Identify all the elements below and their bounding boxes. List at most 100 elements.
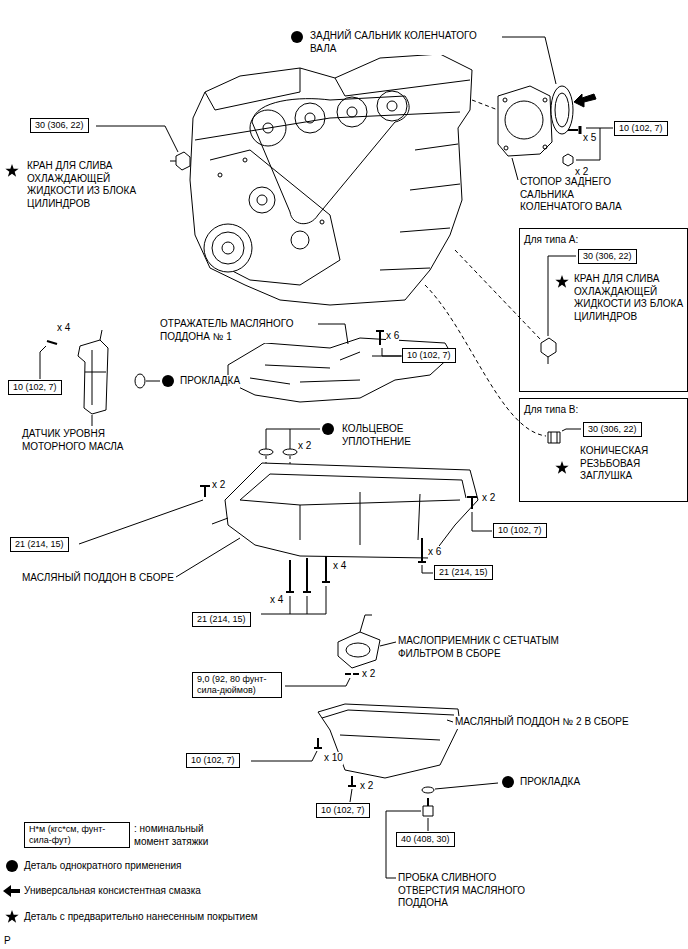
bolt-hole — [243, 158, 247, 162]
leader-line — [96, 126, 178, 152]
oil-seal — [555, 93, 569, 127]
leader-line — [576, 128, 613, 160]
callout-label: x 2 — [482, 492, 495, 505]
single-use-mark — [291, 31, 303, 43]
bolt-hole — [503, 98, 507, 102]
part-label: КОНИЧЕСКАЯ РЕЗЬБОВАЯ ЗАГЛУШКА — [580, 445, 672, 483]
oil-strainer — [338, 632, 380, 668]
callout-label: x 2 — [212, 479, 225, 492]
torque-box: 10 (102, 7) — [186, 753, 240, 768]
callout-label: ДАТЧИК УРОВНЯ МОТОРНОГО МАСЛА — [22, 428, 144, 453]
callout-label: x 4 — [270, 594, 283, 607]
leader-line — [176, 538, 240, 577]
cam-sprocket — [250, 110, 286, 146]
callout-label: x 4 — [333, 560, 346, 573]
callout-label: P — [4, 935, 11, 948]
torque-value: 30 (306, 22) — [588, 424, 637, 435]
bolt — [204, 486, 206, 497]
torque-box: 21 (214, 15) — [10, 537, 69, 552]
seal-retainer — [498, 86, 552, 156]
taper-plug — [548, 432, 560, 443]
single-use-mark — [322, 423, 334, 435]
guide-line — [472, 100, 498, 110]
single-use-mark — [502, 776, 514, 788]
torque-box: 30 (306, 22) — [583, 422, 642, 437]
callout-label: ПРОКЛАДКА — [520, 776, 580, 789]
seal-retainer — [505, 101, 543, 139]
torque-box: Н*м (кгс*см, фунт-сила-фут) — [24, 822, 130, 848]
oil-strainer — [346, 643, 370, 657]
callout-label: x 4 — [57, 322, 70, 335]
crank-pulley — [204, 224, 252, 272]
callout-label: МАСЛЯНЫЙ ПОДДОН № 2 В СБОРЕ — [455, 716, 629, 729]
gasket — [135, 374, 145, 388]
bolt — [286, 562, 426, 592]
bolt — [579, 126, 582, 134]
cylinder-head — [195, 68, 470, 140]
bolt — [47, 341, 57, 344]
guide-line — [455, 250, 541, 340]
part-label: КРАН ДЛЯ СЛИВА ОХЛАЖДАЮЩЕЙ ЖИДКОСТИ ИЗ Б… — [574, 273, 686, 323]
panel-heading: Для типа A: — [524, 234, 578, 247]
torque-value: 30 (306, 22) — [583, 251, 632, 262]
drain-plug — [427, 798, 429, 806]
leader-line — [380, 642, 396, 646]
block-rib — [380, 144, 460, 270]
callout-label: x 6 — [386, 330, 399, 343]
cam-sprocket — [377, 91, 407, 121]
oil-level-sensor — [85, 330, 106, 405]
leader-line — [251, 751, 317, 761]
torque-box: 10 (102, 7) — [8, 380, 62, 395]
variant-panel: Для типа B:КОНИЧЕСКАЯ РЕЗЬБОВАЯ ЗАГЛУШКА… — [519, 398, 688, 502]
callout-label: ПРОБКА СЛИВНОГО ОТВЕРСТИЯ МАСЛЯНОГО ПОДД… — [398, 872, 543, 910]
drain-cock — [548, 357, 549, 364]
precoated-mark — [555, 461, 568, 474]
leader-line — [500, 37, 556, 84]
callout-label: ОТРАЖАТЕЛЬ МАСЛЯНОГО ПОДДОНА № 1 — [160, 318, 318, 343]
torque-value: 30 (306, 22) — [35, 120, 84, 131]
precoated-mark — [5, 164, 18, 177]
callout-label: КОЛЬЦЕВОЕ УПЛОТНЕНИЕ — [342, 423, 430, 448]
symbols — [3, 31, 569, 923]
drain-cock — [541, 338, 556, 357]
callout-label: КРАН ДЛЯ СЛИВА ОХЛАЖДАЮЩЕЙ ЖИДКОСТИ ИЗ Б… — [27, 160, 155, 210]
leader-line — [562, 429, 581, 431]
engine-block — [190, 54, 472, 305]
variant-panel: Для типа A: КРАН ДЛЯ СЛИВА ОХЛАЖДАЮЩЕЙ ЖИ… — [519, 228, 688, 392]
torque-value: 21 (214, 15) — [439, 567, 488, 578]
drain-cock — [176, 152, 190, 170]
leader-line — [40, 346, 46, 379]
torque-value: 10 (102, 7) — [407, 350, 451, 361]
bolt-hole — [504, 146, 508, 150]
leader-line — [435, 783, 498, 789]
grease-arrow — [574, 94, 596, 107]
torque-box: 30 (306, 22) — [578, 249, 637, 264]
torque-box: 21 (214, 15) — [434, 565, 493, 580]
leader-line — [266, 429, 320, 449]
callout-label: МАСЛЯНЫЙ ПОДДОН В СБОРЕ — [22, 572, 174, 585]
bolt — [345, 673, 359, 675]
torque-value: 10 (102, 7) — [619, 123, 663, 134]
bolt — [568, 129, 578, 131]
torque-box: 9,0 (92, 80 фунт-сила-дюймов) — [192, 672, 282, 698]
bolt — [314, 738, 322, 748]
taper-plug — [551, 432, 557, 443]
bolt-hole — [543, 145, 547, 149]
bolt — [348, 776, 356, 786]
leader-line — [146, 381, 160, 382]
bolt-hole — [543, 98, 547, 102]
oil-pan — [212, 474, 466, 545]
leader-line — [422, 565, 433, 573]
legend-text: Универсальная консистентная смазка — [24, 885, 201, 898]
callout-label: ЗАДНИЙ САЛЬНИК КОЛЕНЧАТОГО ВАЛА — [310, 30, 502, 55]
torque-value: 40 (408, 30) — [401, 834, 450, 845]
callout-label: СТОПОР ЗАДНЕГО САЛЬНИКА КОЛЕНЧАТОГО ВАЛА — [520, 176, 644, 214]
drain-cock — [170, 161, 176, 162]
torque-box: 10 (102, 7) — [493, 523, 547, 538]
cam-sprocket — [347, 107, 357, 117]
legend-text: : номинальный момент затяжки — [134, 823, 226, 848]
callout-label: x 2 — [298, 440, 311, 453]
leader-line — [382, 348, 401, 356]
oil-level-sensor — [78, 340, 108, 414]
